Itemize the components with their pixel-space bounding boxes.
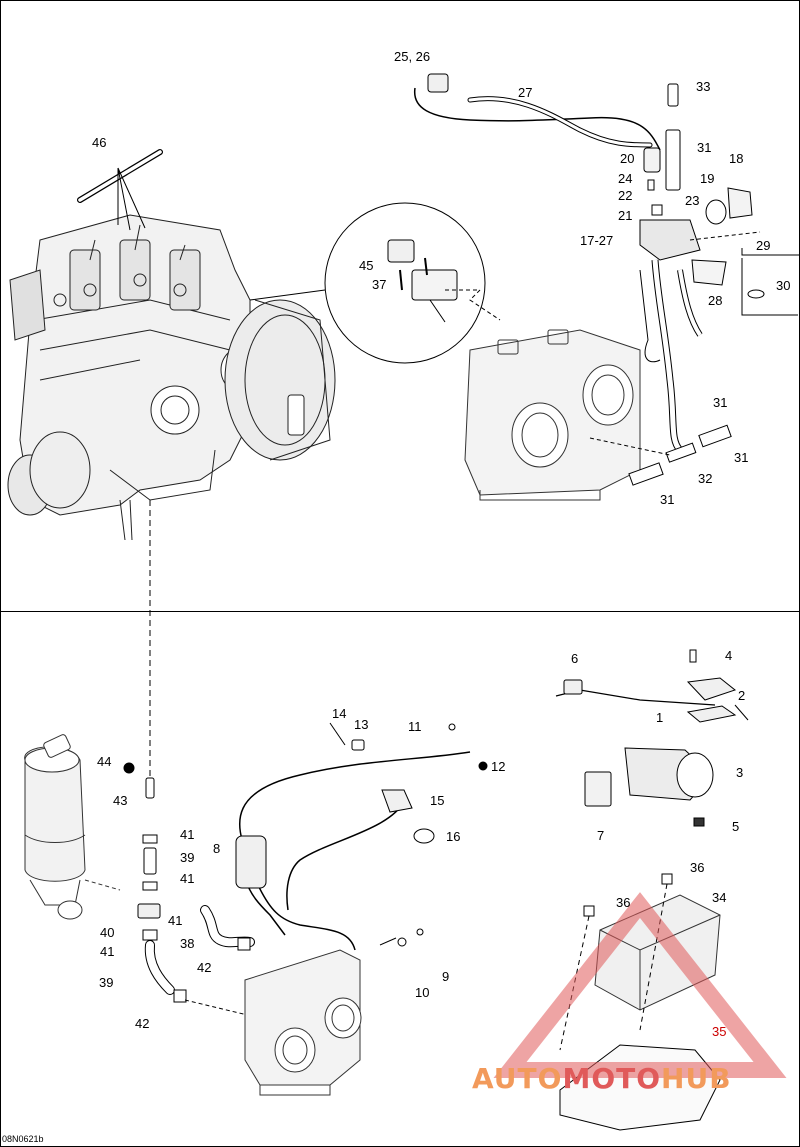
detail-circle <box>249 202 501 364</box>
section-divider <box>0 611 800 612</box>
callout-20: 20 <box>620 151 635 166</box>
callout-7: 7 <box>597 828 605 843</box>
callout-4: 4 <box>725 648 733 663</box>
callout-45: 45 <box>359 258 374 273</box>
callout-30: 30 <box>776 278 791 293</box>
callout-18: 18 <box>729 151 744 166</box>
fitting-43 <box>145 777 155 799</box>
ring-19 <box>705 199 727 225</box>
drawing-code: 08N0621b <box>2 1134 44 1144</box>
callout-27: 27 <box>518 85 533 100</box>
callout-22: 22 <box>618 188 633 203</box>
callout-44: 44 <box>97 754 112 769</box>
part-11 <box>448 723 456 731</box>
valve-40 <box>137 903 161 919</box>
t-fitting-32 <box>665 442 697 463</box>
callout-9: 9 <box>442 969 450 984</box>
junction-block-8 <box>235 835 267 889</box>
callout-31b: 31 <box>713 395 728 410</box>
callout-14: 14 <box>332 706 347 721</box>
callout-39a: 39 <box>180 850 195 865</box>
part-20 <box>643 147 661 173</box>
callout-5: 5 <box>732 819 740 834</box>
callout-21: 21 <box>618 208 633 223</box>
callout-32: 32 <box>698 471 713 486</box>
callout-15: 15 <box>430 793 445 808</box>
callout-23: 23 <box>685 193 700 208</box>
engine-assembly <box>7 214 336 541</box>
callout-17-27: 17-27 <box>580 233 614 248</box>
callout-31: 31 <box>697 140 712 155</box>
callout-41a: 41 <box>180 827 195 842</box>
callout-37: 37 <box>372 277 387 292</box>
callout-11: 11 <box>408 719 422 734</box>
callout-12: 12 <box>491 759 506 774</box>
callout-6: 6 <box>571 651 579 666</box>
watermark-text: AUTOMOTOHUB <box>472 1062 732 1095</box>
cover-7 <box>584 771 612 807</box>
part-13 <box>351 739 365 751</box>
callout-10: 10 <box>415 985 430 1000</box>
callout-16: 16 <box>446 829 461 844</box>
nut-36-right <box>661 873 673 885</box>
screw-5 <box>693 817 705 827</box>
clip-29 <box>691 259 727 286</box>
oil-tank <box>24 734 121 920</box>
callout-29: 29 <box>756 238 771 253</box>
callout-8: 8 <box>213 841 221 856</box>
part-1-upper <box>686 677 737 701</box>
callout-34: 34 <box>712 890 727 905</box>
grommet-16 <box>413 828 435 844</box>
callout-41c: 41 <box>168 913 183 928</box>
watermark-part3: HUB <box>661 1062 732 1095</box>
watermark-part1: AUTO <box>472 1062 563 1095</box>
part-15 <box>381 789 413 813</box>
tube-31-top <box>665 129 681 191</box>
washer-30 <box>747 289 765 299</box>
callout-2: 2 <box>738 688 746 703</box>
wire-2 <box>734 704 749 721</box>
part-10 <box>397 937 407 947</box>
callout-36a: 36 <box>616 895 631 910</box>
carburetor-top <box>464 329 641 501</box>
part-33 <box>667 83 679 107</box>
sensor-17 <box>639 219 701 261</box>
hose-39-upper <box>143 847 157 875</box>
connector-6 <box>563 679 583 695</box>
callout-31d: 31 <box>660 492 675 507</box>
callout-1: 1 <box>656 710 664 725</box>
connector-25 <box>427 73 449 93</box>
callout-3: 3 <box>736 765 744 780</box>
callout-33: 33 <box>696 79 711 94</box>
callout-36b: 36 <box>690 860 705 875</box>
callout-25-26: 25, 26 <box>394 49 431 64</box>
callout-41d: 41 <box>100 944 115 959</box>
nut-36-left <box>583 905 595 917</box>
carburetor-bottom <box>244 949 362 1096</box>
screw-4 <box>689 649 697 663</box>
watermark-part2: MOTO <box>562 1062 662 1095</box>
part-9 <box>416 928 424 936</box>
callout-42b: 42 <box>135 1016 150 1031</box>
watermark-triangle <box>493 892 787 1078</box>
callout-31c: 31 <box>734 450 749 465</box>
drop-44 <box>123 762 135 774</box>
drop-12 <box>478 761 488 771</box>
cap-18 <box>727 187 753 219</box>
callout-41b: 41 <box>180 871 195 886</box>
callout-24: 24 <box>618 171 633 186</box>
callout-38: 38 <box>180 936 195 951</box>
callout-39b: 39 <box>99 975 114 990</box>
part-1-lower <box>686 705 737 723</box>
callout-46: 46 <box>92 135 107 150</box>
callout-40: 40 <box>100 925 115 940</box>
callout-19: 19 <box>700 171 715 186</box>
callout-43: 43 <box>113 793 128 808</box>
callout-28: 28 <box>708 293 723 308</box>
callout-13: 13 <box>354 717 369 732</box>
callout-35: 35 <box>712 1024 727 1039</box>
callout-42a: 42 <box>197 960 212 975</box>
